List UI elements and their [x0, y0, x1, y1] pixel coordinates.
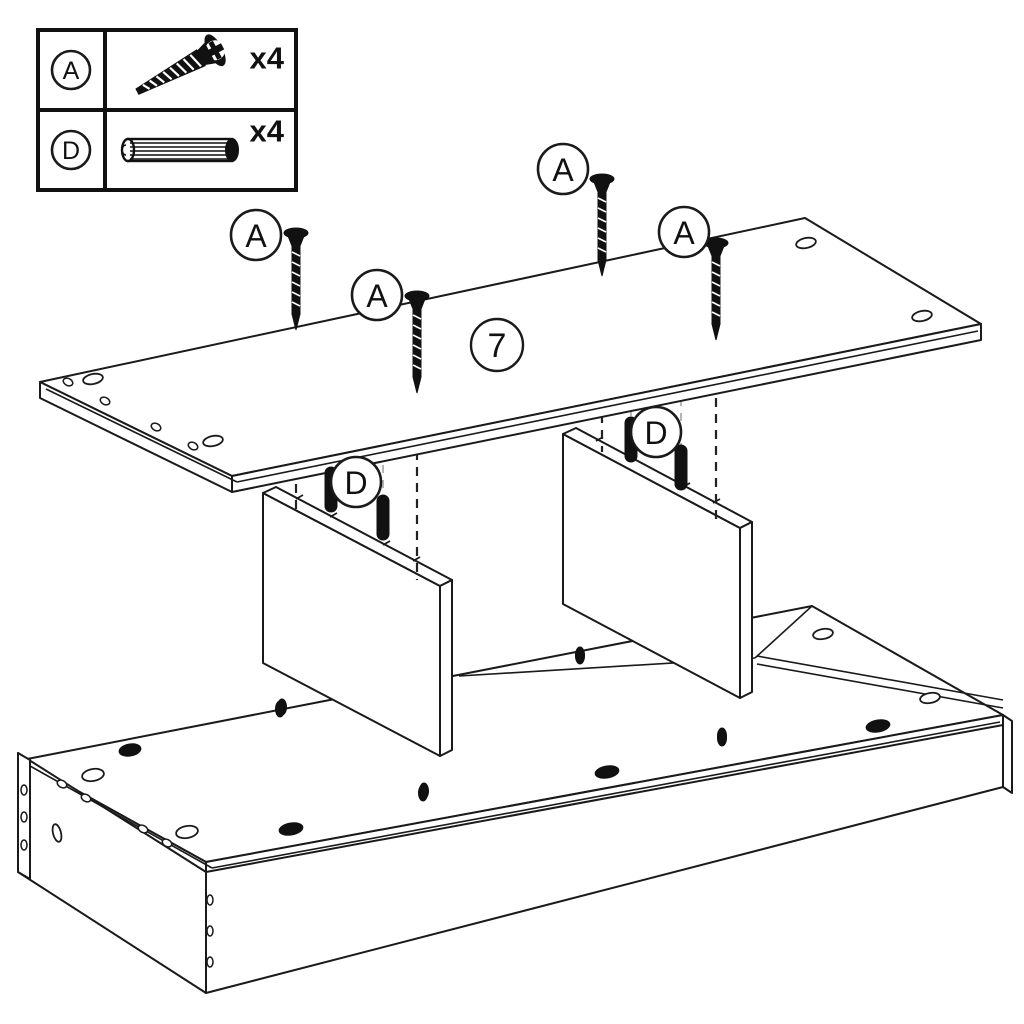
callout-a1-label: A	[245, 218, 267, 254]
callout-a1: A	[229, 208, 283, 262]
callout-a2: A	[350, 268, 404, 322]
step-number-label: 7	[488, 327, 507, 365]
parts-table: A	[36, 28, 298, 192]
base-right-ledge-top	[756, 655, 1004, 701]
top-panel-hole-2	[202, 434, 224, 448]
left-divider-edge-hole-3	[382, 540, 391, 546]
callout-d1: D	[329, 455, 383, 509]
deck-hole-dark-2	[278, 822, 304, 836]
deck-hole-dark-4	[865, 719, 891, 733]
deck-hole-open-1	[81, 767, 105, 783]
left-divider-face-hole-1	[277, 698, 287, 716]
left-divider-panel	[262, 486, 453, 800]
deck-hole-dark-1	[118, 743, 142, 757]
part-id-circle-a	[50, 49, 92, 91]
part-id-label-a: A	[63, 57, 80, 85]
base-unit	[17, 605, 1013, 994]
part-qty-d: x4	[250, 114, 285, 149]
top-panel-edge-hole-3	[150, 422, 162, 432]
right-divider-panel	[562, 427, 753, 745]
left-edge-hole-1	[20, 784, 28, 796]
left-divider-edge-hole-1	[295, 494, 304, 500]
callout-d2: D	[629, 405, 683, 459]
top-panel-seam-left	[45, 388, 238, 483]
callout-a4-label: A	[673, 215, 695, 251]
callout-d1-label: D	[344, 465, 367, 501]
top-panel-hole-4	[911, 309, 933, 323]
screw-icon	[135, 34, 226, 95]
deck-edge-hole-1	[56, 779, 68, 789]
dowel-icon	[120, 137, 239, 163]
base-right-end-edge	[1002, 714, 1013, 794]
left-end-panel-hole	[51, 823, 63, 843]
left-divider-right-edge	[439, 579, 453, 757]
deck-hole-open-3	[812, 627, 834, 641]
screws-group	[283, 173, 729, 394]
top-panel-edge-hole-2	[99, 396, 111, 406]
top-panel-hole-3	[795, 236, 817, 250]
apron-edge-hole-1	[206, 894, 214, 906]
dowel-pin-2	[376, 494, 390, 541]
screw-3	[589, 173, 615, 277]
apron-edge-hole-3	[206, 956, 214, 968]
left-divider-face-hole-2	[419, 782, 429, 800]
apron-edge-hole-2	[206, 925, 214, 937]
base-right-ledge-bottom	[756, 663, 1004, 709]
part-qty-a: x4	[250, 41, 285, 76]
deck-edge-hole-3	[137, 824, 149, 834]
callout-a3: A	[536, 142, 590, 196]
parts-table-row-d: D x4	[50, 114, 285, 171]
left-edge-hole-2	[20, 811, 28, 823]
callout-a2-label: A	[366, 278, 388, 314]
screw-4	[703, 237, 729, 341]
dowel-pin-4	[674, 444, 688, 491]
deck-hole-dark-3	[594, 765, 620, 779]
deck-hole-open-2	[175, 824, 199, 840]
right-divider-face-hole-2	[717, 727, 727, 745]
top-panel-edge-hole-4	[187, 441, 199, 451]
step-number-marker: 7	[469, 317, 525, 373]
top-panel-front-edge	[231, 323, 982, 493]
part-id-circle-d	[50, 129, 92, 171]
callout-d2-label: D	[644, 415, 667, 451]
deck-edge-hole-4	[161, 838, 173, 848]
callout-a3-label: A	[552, 152, 574, 188]
parts-table-row-a: A	[50, 34, 285, 95]
left-edge-hole-3	[20, 839, 28, 851]
screw-1	[283, 227, 309, 331]
base-deck-seam-front	[211, 721, 1001, 869]
screw-2	[404, 290, 430, 394]
callout-a4: A	[657, 205, 711, 259]
top-panel-edge-hole-1	[62, 377, 74, 387]
base-inner-back-line-right	[754, 605, 813, 659]
top-panel-hole-1	[82, 372, 104, 386]
right-divider-right-edge	[739, 521, 753, 699]
deck-edge-hole-2	[80, 793, 92, 803]
deck-hole-open-4	[919, 691, 941, 705]
left-divider-edge-hole-2	[329, 512, 338, 518]
left-divider-edge-hole-4	[412, 556, 421, 562]
right-divider-face-hole-1	[575, 646, 585, 664]
part-id-label-d: D	[62, 137, 80, 165]
